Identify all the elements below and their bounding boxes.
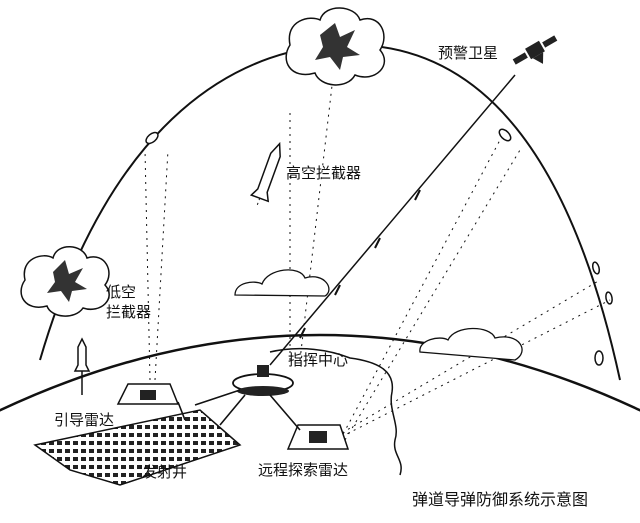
high-interceptor-missile [249,141,281,208]
satellite-pulses [299,189,421,339]
diagram-caption: 弹道导弹防御系统示意图 [412,490,589,509]
satellite-icon [512,35,558,65]
label-long-range-search-radar: 远程探索雷达 [258,461,349,479]
missile-trajectory [39,43,621,381]
satellite-link [269,74,516,366]
connection-cables [177,389,301,431]
guidance-radar-icon [116,383,180,405]
label-guidance-radar: 引导雷达 [54,411,115,429]
search-radar-icon [286,424,350,450]
label-command-center: 指挥中心 [288,351,349,369]
low-interceptor-missile [73,337,91,395]
label-low-altitude-interceptor-2: 拦截器 [106,303,152,321]
label-low-altitude-interceptor-1: 低空 [106,283,137,301]
command-center-icon [232,365,294,396]
reentry-vehicles [145,128,613,366]
label-early-warning-satellite: 预警卫星 [438,44,499,62]
earth-horizon [0,333,640,412]
launch-silo-field [33,409,242,486]
coastline [269,347,402,476]
label-launch-silo: 发射井 [142,463,188,481]
high-explosion [285,7,386,86]
radar-beams [144,59,611,441]
label-high-altitude-interceptor: 高空拦截器 [286,164,362,182]
clouds [234,269,523,361]
low-explosion [20,246,110,317]
